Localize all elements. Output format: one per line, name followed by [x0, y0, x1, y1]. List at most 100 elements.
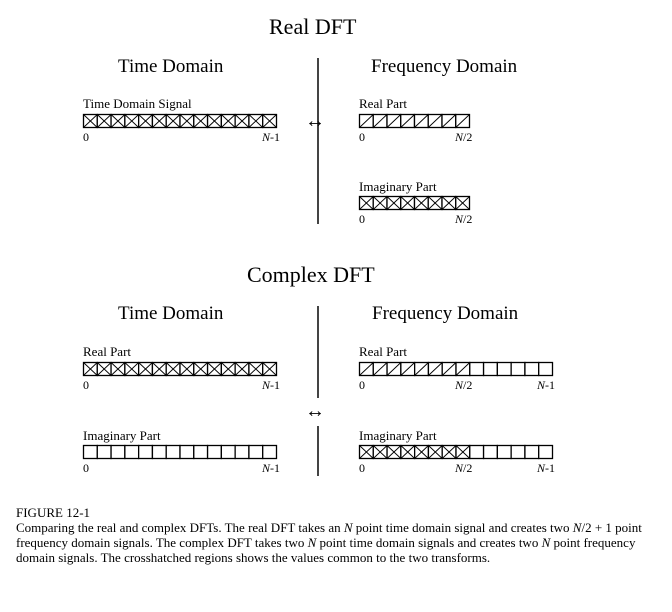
- tick-variable: N: [537, 378, 546, 392]
- hatch: [372, 196, 388, 210]
- hatch: [428, 445, 443, 459]
- tick-variable: N: [455, 461, 464, 475]
- real-frequency-domain-heading: Frequency Domain: [371, 56, 518, 77]
- hatch: [372, 114, 388, 128]
- hatch: [248, 114, 264, 128]
- real-dft-title: Real DFT: [269, 14, 357, 39]
- bar-cell: [469, 361, 485, 377]
- bar-cell: [496, 361, 512, 377]
- real-part-label: Real Part: [359, 96, 408, 111]
- time-domain-signal-bar: [82, 113, 278, 129]
- bar-cell: [193, 444, 209, 460]
- tick-suffix: -1: [270, 130, 281, 144]
- complex-dft-double-arrow: ↔: [305, 400, 325, 422]
- real-dft-double-arrow: ↔: [305, 110, 325, 132]
- complex-freq-imaginary-tick-start: 0: [359, 461, 365, 475]
- hatch: [427, 196, 443, 210]
- bar-cell: [124, 444, 140, 460]
- tick-suffix: /2: [463, 461, 473, 475]
- hatch: [165, 114, 181, 128]
- bar-cell: [179, 444, 195, 460]
- hatch: [359, 196, 374, 210]
- bar-cell: [482, 444, 499, 460]
- bar-cell: [234, 444, 250, 460]
- real-part-tick-end: N/2: [455, 130, 472, 145]
- hatch: [386, 445, 402, 459]
- complex-freq-imaginary-tick-end: N-1: [537, 461, 555, 476]
- hatch: [193, 362, 208, 376]
- hatch: [386, 114, 402, 128]
- hatch: [414, 196, 429, 210]
- tick-suffix: -1: [270, 378, 281, 392]
- hatch: [400, 114, 415, 128]
- hatch: [152, 362, 167, 376]
- hatch: [124, 362, 139, 376]
- hatch: [414, 362, 429, 376]
- hatch: [441, 445, 457, 459]
- real-domain-divider: [317, 58, 319, 224]
- hatch: [427, 114, 443, 128]
- bar-cell: [206, 444, 223, 460]
- hatch: [441, 196, 457, 210]
- imaginary-part-tick-end: N/2: [455, 212, 472, 227]
- hatch: [455, 114, 470, 128]
- hatch: [400, 445, 415, 459]
- real-part-tick-start: 0: [359, 130, 365, 144]
- complex-time-imaginary-label: Imaginary Part: [83, 428, 161, 443]
- complex-freq-imaginary-bar: [358, 444, 554, 460]
- hatch: [234, 114, 250, 128]
- bar-cell: [96, 444, 112, 460]
- hatch: [138, 114, 153, 128]
- tick-variable: N: [455, 378, 464, 392]
- bar-cell: [220, 444, 236, 460]
- tick-variable: N: [262, 378, 271, 392]
- complex-freq-real-tick-mid: N/2: [455, 378, 472, 393]
- bar-cell: [82, 444, 98, 460]
- hatch: [386, 196, 402, 210]
- hatch: [359, 362, 374, 376]
- hatch: [262, 362, 277, 376]
- hatch: [83, 114, 98, 128]
- tick-suffix: -1: [270, 461, 281, 475]
- tick-variable: N: [262, 461, 271, 475]
- hatch: [441, 114, 457, 128]
- hatch: [386, 362, 402, 376]
- hatch: [165, 362, 181, 376]
- hatch: [83, 362, 98, 376]
- hatch: [455, 196, 470, 210]
- complex-time-domain-heading: Time Domain: [118, 303, 224, 324]
- hatch: [372, 362, 388, 376]
- bar-cell: [110, 444, 126, 460]
- bar-cell: [496, 444, 512, 460]
- complex-freq-real-label: Real Part: [359, 344, 408, 359]
- hatch: [96, 114, 112, 128]
- bar-cell: [510, 361, 526, 377]
- complex-freq-imaginary-label: Imaginary Part: [359, 428, 437, 443]
- hatch: [234, 362, 250, 376]
- caption-text: Comparing the real and complex DFTs. The…: [16, 520, 642, 565]
- figure-caption: FIGURE 12-1 Comparing the real and compl…: [16, 505, 656, 565]
- bar-cell: [262, 444, 278, 460]
- bar-cell: [538, 361, 554, 377]
- hatch: [359, 445, 374, 459]
- hatch: [400, 196, 415, 210]
- bar-cell: [165, 444, 181, 460]
- hatch: [455, 445, 471, 459]
- tick-suffix: /2: [463, 378, 473, 392]
- bar-cell: [524, 444, 540, 460]
- time-signal-tick-start: 0: [83, 130, 89, 144]
- hatch: [441, 362, 457, 376]
- hatch: [414, 114, 429, 128]
- complex-freq-imaginary-tick-mid: N/2: [455, 461, 472, 476]
- complex-domain-divider-top: [317, 306, 319, 398]
- time-signal-tick-end: N-1: [262, 130, 280, 145]
- bar-cell: [469, 444, 485, 460]
- complex-freq-real-tick-end: N-1: [537, 378, 555, 393]
- hatch: [372, 445, 388, 459]
- tick-variable: N: [455, 130, 464, 144]
- hatch: [455, 362, 471, 376]
- imaginary-part-bar: [358, 195, 471, 211]
- bar-cell: [524, 361, 540, 377]
- hatch: [193, 114, 208, 128]
- hatch: [400, 362, 415, 376]
